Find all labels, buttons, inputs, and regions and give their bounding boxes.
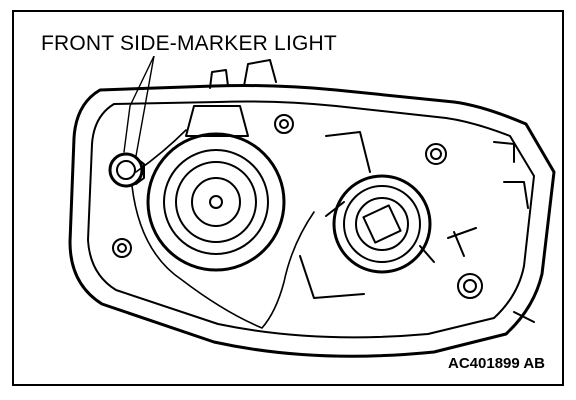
socket-bracket <box>299 131 371 299</box>
callout-leader-line <box>135 55 155 157</box>
headlight-reflector <box>146 105 286 272</box>
mounting-hole <box>274 114 294 134</box>
side-marker-light-socket <box>108 152 145 188</box>
wiring-harness <box>131 129 315 329</box>
mounting-hole <box>112 238 132 258</box>
callout-leader-line <box>123 55 155 153</box>
callout-label: FRONT SIDE-MARKER LIGHT <box>38 32 340 56</box>
diagram-frame: FRONT SIDE-MARKER LIGHT AC401899 AB <box>12 10 564 386</box>
aiming-adjuster <box>447 227 477 257</box>
mounting-hole <box>425 143 447 165</box>
housing-side-detail <box>493 141 535 323</box>
housing-top-tab <box>209 69 229 89</box>
headlamp-housing-outline <box>68 84 556 358</box>
housing-top-tab <box>243 59 277 87</box>
figure-code: AC401899 AB <box>445 355 548 372</box>
headlamp-inner-outline <box>87 100 535 339</box>
mounting-hole <box>457 273 483 299</box>
bulb-socket <box>325 174 435 274</box>
headlamp-illustration <box>68 55 556 358</box>
